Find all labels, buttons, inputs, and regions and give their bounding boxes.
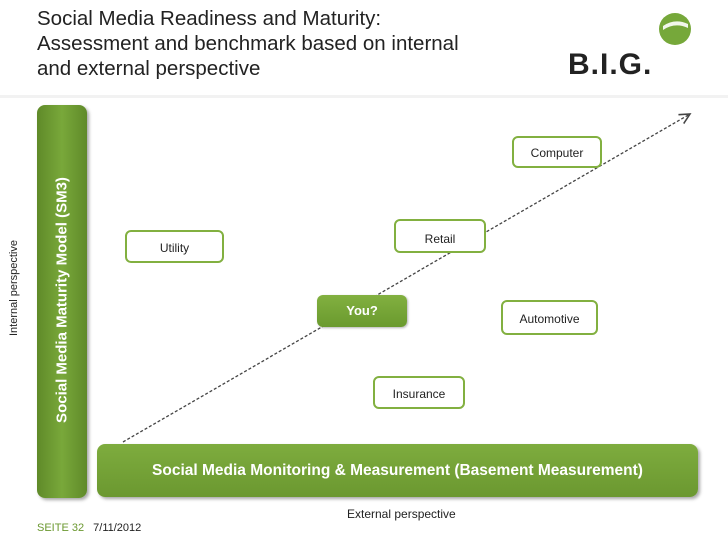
logo-leaf-icon	[659, 13, 691, 45]
title-line-3: and external perspective	[37, 57, 261, 80]
node-utility: Utility	[125, 230, 224, 263]
sm3-vertical-bar	[37, 105, 87, 498]
node-utility-label: Utility	[159, 241, 190, 255]
page-number: SEITE 32	[37, 522, 85, 534]
basement-measurement-bar: Social Media Monitoring & Measurement (B…	[97, 444, 698, 497]
header-divider	[0, 95, 728, 98]
logo-wordmark: B.I.G.	[568, 48, 653, 81]
slide-title: Social Media Readiness and Maturity: Ass…	[37, 6, 537, 81]
node-insurance: Insurance	[373, 376, 465, 409]
node-computer-label: Computer	[530, 146, 584, 160]
title-line-1: Social Media Readiness and Maturity:	[37, 7, 382, 30]
sm3-label: Social Media Maturity Model (SM3)	[53, 177, 71, 423]
y-axis-label: Internal perspective	[8, 240, 20, 336]
node-retail: Retail	[394, 219, 486, 253]
node-automotive-label: Automotive	[519, 312, 580, 326]
basement-measurement-label: Social Media Monitoring & Measurement (B…	[152, 462, 643, 479]
slide-footer: SEITE 32 7/11/2012	[37, 522, 141, 534]
slide-date: 7/11/2012	[93, 522, 142, 534]
title-line-2: Assessment and benchmark based on intern…	[37, 32, 459, 55]
node-computer: Computer	[512, 136, 602, 168]
x-axis-label: External perspective	[347, 507, 456, 521]
node-retail-label: Retail	[424, 232, 456, 246]
node-you-label: You?	[346, 303, 378, 318]
node-you: You?	[317, 295, 407, 327]
big-logo: B.I.G.	[568, 10, 698, 84]
node-automotive: Automotive	[501, 300, 598, 335]
node-insurance-label: Insurance	[392, 387, 446, 401]
